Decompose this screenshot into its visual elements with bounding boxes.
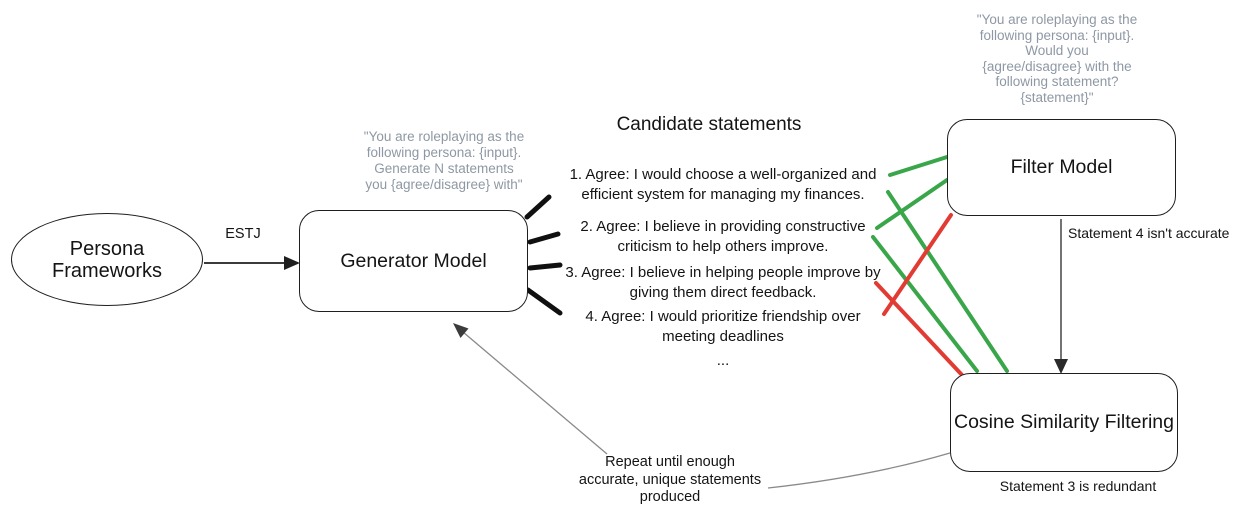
arrowhead-filter-cosine [1054, 359, 1068, 374]
candidate-statement-4: 4. Agree: I would prioritize friendship … [535, 307, 911, 347]
estj-edge-label: ESTJ [225, 226, 261, 242]
statement-4-line1: 4. Agree: I would prioritize friendship … [585, 308, 861, 325]
statement-3-line1: 3. Agree: I believe in helping people im… [565, 264, 881, 281]
statement-2-line1: 2. Agree: I believe in providing constru… [580, 218, 866, 235]
cosine-similarity-filtering-label: Cosine Similarity Filtering [954, 411, 1174, 433]
edge-statement2-cosine-accept [871, 235, 979, 373]
persona-frameworks-label-line1: Persona [69, 237, 145, 260]
statement-3-line2: giving them direct feedback. [629, 284, 817, 301]
candidate-statements-heading: Candidate statements [616, 114, 802, 135]
candidate-statement-1: 1. Agree: I would choose a well-organize… [535, 165, 911, 205]
candidate-statement-3: 3. Agree: I believe in helping people im… [535, 263, 911, 303]
statements-ellipsis: ... [716, 352, 730, 369]
generator-prompt-line: you {agree/disagree} with" [365, 177, 523, 192]
filter-model-label: Filter Model [1010, 156, 1113, 178]
filter-prompt-line: Would you [1025, 43, 1089, 58]
arrowhead-repeat-generator [453, 323, 469, 338]
persona-frameworks-label-line2: Frameworks [51, 259, 162, 282]
filter-prompt-text: "You are roleplaying as the following pe… [945, 12, 1169, 105]
statement-4-line2: meeting deadlines [662, 328, 784, 345]
candidate-statement-2: 2. Agree: I believe in providing constru… [535, 217, 911, 257]
edge-repeat-generator [462, 331, 608, 455]
filter-prompt-line: following persona: {input}. [979, 27, 1135, 43]
arrowhead-persona-generator [284, 256, 300, 270]
statement-1-line2: efficient system for managing my finance… [581, 186, 865, 203]
filter-prompt-line: following statement? [995, 74, 1119, 89]
generator-prompt-line: following persona: {input}. [366, 145, 522, 160]
edge-cosine-repeat-note [767, 452, 951, 489]
repeat-note-line2: accurate, unique statements [578, 471, 762, 488]
node-cosine-similarity-filtering: Cosine Similarity Filtering [950, 373, 1178, 472]
statement-2-line2: criticism to help others improve. [617, 238, 829, 255]
repeat-note-line3: produced [639, 489, 701, 505]
filter-prompt-line: {statement}" [1020, 89, 1094, 105]
filter-prompt-line: "You are roleplaying as the [976, 12, 1138, 27]
generator-prompt-line: "You are roleplaying as the [363, 129, 525, 144]
node-persona-frameworks: Persona Frameworks [11, 213, 203, 306]
generator-model-label: Generator Model [340, 249, 487, 272]
statement-1-line1: 1. Agree: I would choose a well-organize… [569, 166, 877, 183]
generator-prompt-line: Generate N statements [374, 161, 514, 176]
node-filter-model: Filter Model [947, 119, 1176, 216]
node-generator-model: Generator Model [299, 210, 528, 312]
statement3-redundant-note: Statement 3 is redundant [999, 478, 1157, 494]
filter-prompt-line: {agree/disagree} with the [982, 58, 1132, 74]
repeat-note-line1: Repeat until enough [605, 454, 735, 470]
statement4-not-accurate-note: Statement 4 isn't accurate [1068, 225, 1230, 241]
repeat-until-enough-note: Repeat until enough accurate, unique sta… [545, 454, 795, 507]
generator-prompt-text: "You are roleplaying as the following pe… [334, 129, 554, 193]
